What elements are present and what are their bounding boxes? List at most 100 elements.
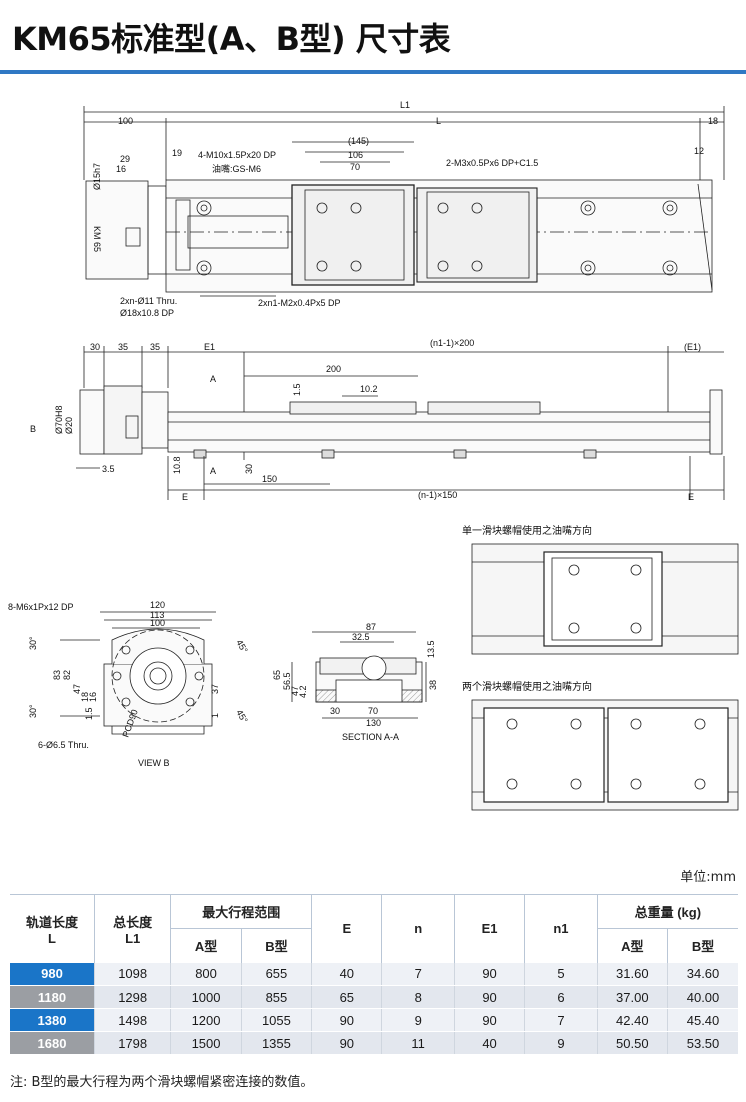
dim-145: (145) [348, 136, 369, 146]
cell-WB: 53.50 [667, 1031, 738, 1055]
oil-nozzle-double [471, 699, 739, 811]
callout-m10: 4-M10x1.5Px20 DP [198, 150, 276, 160]
spec-table: 轨道长度 L 总长度 L1 最大行程范围 E n E1 n1 总重量 (kg) … [10, 894, 738, 1055]
cell-WB: 45.40 [667, 1008, 738, 1032]
side-view [76, 346, 725, 500]
sv-1-5: 1.5 [292, 383, 302, 396]
vb-ang3: 45° [234, 638, 250, 655]
section-aa [291, 631, 427, 719]
cell-B: 655 [240, 962, 312, 986]
cell-n1: 5 [524, 962, 598, 986]
vb-ang1: 30° [28, 636, 38, 650]
cell-WB: 40.00 [667, 985, 738, 1009]
dim-L1: L1 [400, 100, 410, 110]
th-n: n [381, 894, 455, 963]
dim-12: 12 [694, 146, 704, 156]
sv-d70: Ø70H8 [54, 405, 64, 434]
cell-E: 40 [311, 962, 382, 986]
th-total-length-sym: L1 [125, 930, 141, 946]
cell-WB: 34.60 [667, 962, 738, 986]
cell-n: 9 [381, 1008, 455, 1032]
sv-n: (n-1)×150 [418, 490, 457, 500]
sa-30: 30 [330, 706, 340, 716]
sv-B: B [30, 424, 36, 434]
cell-L: 1180 [10, 985, 95, 1009]
th-max-stroke: 最大行程范围 [170, 894, 312, 929]
sv-E: E [182, 492, 188, 502]
cell-n1: 6 [524, 985, 598, 1009]
cell-E1: 90 [453, 1008, 525, 1032]
dim-18: 18 [708, 116, 718, 126]
oil-nozzle-single [471, 543, 739, 655]
cell-E1: 90 [453, 962, 525, 986]
vb-ang4: 45° [234, 708, 250, 725]
sv-E1b: (E1) [684, 342, 701, 352]
cell-WA: 37.00 [596, 985, 668, 1009]
cell-WA: 50.50 [596, 1031, 668, 1055]
cell-E: 90 [311, 1008, 382, 1032]
dim-70: 70 [350, 162, 360, 172]
vb-caption: VIEW B [138, 758, 170, 768]
vb-ang2: 30° [28, 704, 38, 718]
sv-10-8: 10.8 [172, 456, 182, 474]
motor-label: KM 65 [92, 226, 102, 252]
vb-100: 100 [150, 618, 165, 628]
sv-150: 150 [262, 474, 277, 484]
cell-L: 1680 [10, 1031, 95, 1055]
oil-double-caption: 两个滑块螺帽使用之油嘴方向 [462, 680, 592, 693]
sa-70: 70 [368, 706, 378, 716]
th-a-type: A型 [170, 928, 242, 963]
cell-n: 8 [381, 985, 455, 1009]
cell-WA: 31.60 [596, 962, 668, 986]
dim-106: 106 [348, 150, 363, 160]
table-row: 1180 1298 1000 855 65 8 90 6 37.00 40.00 [10, 985, 738, 1009]
vb-113: 113 [150, 610, 164, 620]
vb-18: 18 [80, 692, 90, 702]
cell-n: 7 [381, 962, 455, 986]
page-title: KM65标准型(A、B型) 尺寸表 [12, 20, 451, 58]
sv-3-5: 3.5 [102, 464, 115, 474]
cell-n1: 7 [524, 1008, 598, 1032]
table-row: 1380 1498 1200 1055 90 9 90 7 42.40 45.4… [10, 1008, 738, 1032]
callout-dp: Ø18x10.8 DP [120, 308, 174, 318]
vb-83: 83 [52, 670, 62, 680]
vb-callout-m6: 8-M6x1Px12 DP [8, 602, 74, 612]
sa-56-5: 56.5 [282, 672, 292, 690]
cell-WA: 42.40 [596, 1008, 668, 1032]
cell-A: 1200 [170, 1008, 242, 1032]
table-row: 980 1098 800 655 40 7 90 5 31.60 34.60 [10, 962, 738, 986]
cell-A: 1000 [170, 985, 242, 1009]
sv-30b: 30 [244, 464, 254, 474]
cell-n: 11 [381, 1031, 455, 1055]
dim-16: 16 [116, 164, 126, 174]
th-rail-length: 轨道长度 L [10, 894, 95, 963]
th-e1: E1 [453, 894, 525, 963]
dim-19: 19 [172, 148, 182, 158]
sa-47: 47 [290, 686, 300, 696]
title-underline [0, 70, 746, 74]
cell-E1: 90 [453, 985, 525, 1009]
sv-d20: Ø20 [64, 417, 74, 434]
sa-87: 87 [366, 622, 376, 632]
cell-E: 65 [311, 985, 382, 1009]
dim-shaft: Ø15h7 [92, 163, 102, 190]
sv-E1: E1 [204, 342, 215, 352]
sv-A1: A [210, 374, 216, 384]
callout-oil: 油嘴:GS-M6 [212, 163, 261, 174]
cell-B: 1055 [240, 1008, 312, 1032]
th-total-length: 总长度 L1 [93, 894, 171, 963]
table-row: 1680 1798 1500 1355 90 11 40 9 50.50 53.… [10, 1031, 738, 1055]
vb-1-5: 1.5 [84, 707, 94, 720]
th-total-length-label: 总长度 [113, 914, 153, 930]
sa-130: 130 [366, 718, 381, 728]
th-rail-length-label: 轨道长度 [25, 914, 78, 930]
sv-E2: E [688, 492, 694, 502]
vb-120: 120 [150, 600, 165, 610]
vb-1: 1 [210, 713, 220, 718]
vb-47: 47 [72, 684, 82, 694]
sv-n1: (n1-1)×200 [430, 338, 474, 348]
th-wb-type: B型 [667, 928, 738, 963]
cell-L1: 1498 [93, 1008, 171, 1032]
callout-m2: 2xn1-M2x0.4Px5 DP [258, 298, 341, 308]
cell-E1: 40 [453, 1031, 525, 1055]
